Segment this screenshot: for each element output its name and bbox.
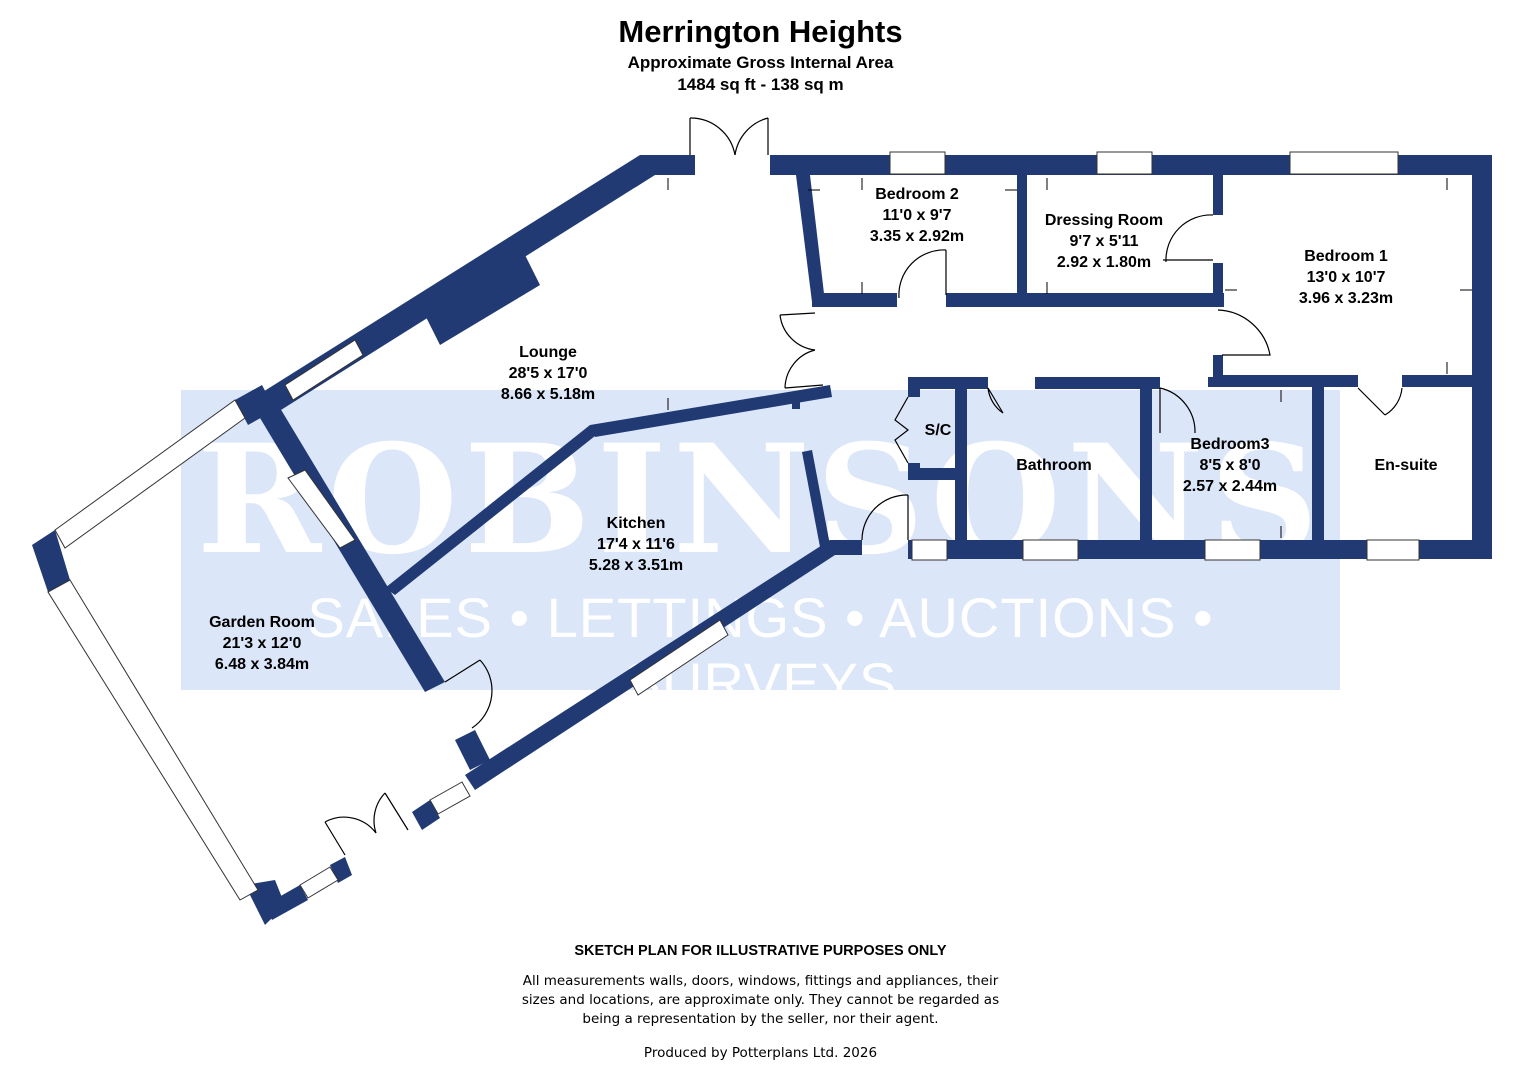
room-name: En-suite	[1374, 457, 1438, 474]
plan-title: Merrington Heights	[618, 14, 903, 49]
plan-subtitle: Approximate Gross Internal Area	[627, 53, 894, 72]
room-imperial: 9'7 x 5'11	[1069, 233, 1139, 250]
room-metric: 8.66 x 5.18m	[500, 386, 596, 403]
room-metric: 2.92 x 1.80m	[1056, 254, 1152, 271]
plan-area: 1484 sq ft - 138 sq m	[677, 75, 844, 94]
disclaimer-title: SKETCH PLAN FOR ILLUSTRATIVE PURPOSES ON…	[574, 943, 947, 959]
room-metric: 6.48 x 3.84m	[214, 656, 310, 673]
room-imperial: 11'0 x 9'7	[882, 207, 952, 224]
room-metric: 2.57 x 2.44m	[1182, 478, 1278, 495]
room-imperial: 21'3 x 12'0	[222, 635, 302, 652]
room-label-bathroom: Bathroom	[1016, 455, 1092, 476]
room-imperial: 8'5 x 8'0	[1199, 457, 1261, 474]
room-label-kitchen: Kitchen 17'4 x 11'6 5.28 x 3.51m	[589, 513, 683, 576]
room-label-lounge: Lounge 28'5 x 17'0 8.66 x 5.18m	[501, 342, 595, 405]
room-label-ensuite: En-suite	[1374, 455, 1437, 476]
room-metric: 5.28 x 3.51m	[588, 557, 684, 574]
room-name: S/C	[924, 422, 952, 439]
room-name: Kitchen	[606, 515, 666, 532]
room-name: Bedroom3	[1190, 436, 1270, 453]
room-label-dressing-room: Dressing Room 9'7 x 5'11 2.92 x 1.80m	[1045, 210, 1163, 273]
room-label-garden-room: Garden Room 21'3 x 12'0 6.48 x 3.84m	[209, 612, 315, 675]
room-imperial: 17'4 x 11'6	[597, 536, 675, 553]
door-swings	[324, 117, 1403, 856]
room-metric: 3.35 x 2.92m	[869, 228, 965, 245]
room-label-bedroom2: Bedroom 2 11'0 x 9'7 3.35 x 2.92m	[870, 184, 964, 247]
room-label-bedroom3: Bedroom3 8'5 x 8'0 2.57 x 2.44m	[1183, 434, 1277, 497]
room-name: Bedroom 2	[875, 186, 959, 203]
disclaimer-text: All measurements walls, doors, windows, …	[0, 972, 1521, 1029]
disclaimer-line: All measurements walls, doors, windows, …	[522, 973, 999, 989]
disclaimer-line: being a representation by the seller, no…	[582, 1011, 939, 1027]
room-name: Lounge	[519, 344, 577, 361]
room-label-bedroom1: Bedroom 1 13'0 x 10'7 3.96 x 3.23m	[1299, 246, 1393, 309]
room-label-sc: S/C	[925, 420, 952, 441]
room-name: Dressing Room	[1044, 212, 1164, 229]
walls	[32, 155, 1492, 925]
disclaimer-line: sizes and locations, are approximate onl…	[521, 992, 1000, 1008]
producer-credit: Produced by Potterplans Ltd. 2026	[643, 1045, 878, 1061]
room-name: Bathroom	[1016, 457, 1092, 474]
room-imperial: 13'0 x 10'7	[1306, 269, 1386, 286]
room-name: Bedroom 1	[1304, 248, 1388, 265]
room-imperial: 28'5 x 17'0	[508, 365, 588, 382]
dimension-arrows	[667, 178, 1472, 538]
windows	[47, 151, 1420, 901]
room-name: Garden Room	[209, 614, 315, 631]
room-metric: 3.96 x 3.23m	[1298, 290, 1394, 307]
